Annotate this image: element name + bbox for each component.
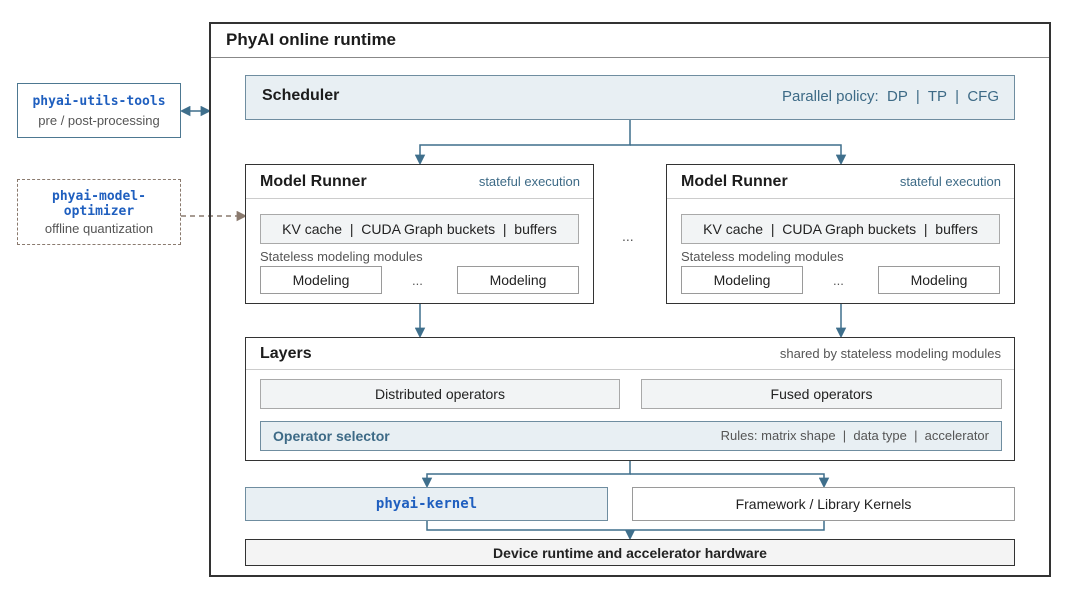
model-runner-right-module-ellipsis: ... — [833, 273, 844, 288]
layers-title: Layers — [260, 345, 312, 362]
model-runner-right: Model Runner stateful execution KV cache… — [666, 164, 1015, 304]
utils-tools-sub: pre / post-processing — [38, 112, 160, 128]
model-optimizer-name-line1: phyai-model- — [52, 188, 146, 204]
layers-to-framework-connector — [630, 473, 830, 489]
layers-box: Layers shared by stateless modeling modu… — [245, 337, 1015, 461]
model-runner-left-cache: KV cache | CUDA Graph buckets | buffers — [260, 214, 579, 244]
model-runner-right-cache: KV cache | CUDA Graph buckets | buffers — [681, 214, 1000, 244]
model-runner-right-divider — [667, 198, 1014, 199]
layers-divider — [246, 369, 1014, 370]
operator-selector-box: Operator selector Rules: matrix shape | … — [260, 421, 1002, 451]
utils-tools-box: phyai-utils-tools pre / post-processing — [17, 83, 181, 138]
model-runner-left: Model Runner stateful execution KV cache… — [245, 164, 594, 304]
scheduler-policy: Parallel policy: DP | TP | CFG — [781, 88, 999, 105]
runtime-frame — [209, 22, 1051, 577]
runtime-title: PhyAI online runtime — [226, 30, 397, 49]
distributed-operators: Distributed operators — [260, 379, 620, 409]
model-runner-right-note: stateful execution — [899, 174, 1001, 189]
phyai-kernel-box: phyai-kernel — [245, 487, 608, 521]
model-optimizer-name-line2: optimizer — [63, 203, 135, 219]
model-runner-right-title: Model Runner — [681, 173, 788, 190]
scheduler-box — [245, 75, 1015, 120]
model-runner-right-module-1: Modeling — [681, 266, 803, 294]
utils-tools-name: phyai-utils-tools — [32, 93, 166, 109]
layers-to-kernels-connector — [421, 450, 631, 489]
operator-selector-rules: Rules: matrix shape | data type | accele… — [720, 428, 989, 443]
model-runner-left-divider — [246, 198, 593, 199]
model-runner-left-stateless-label: Stateless modeling modules — [260, 249, 423, 264]
model-optimizer-box: phyai-model- optimizer offline quantizat… — [17, 179, 181, 245]
fused-operators: Fused operators — [641, 379, 1002, 409]
scheduler-to-runner-right-connector — [630, 144, 847, 166]
runner-between-ellipsis: ... — [622, 228, 634, 244]
operator-selector-title: Operator selector — [273, 428, 390, 444]
model-runner-left-note: stateful execution — [478, 174, 580, 189]
model-runner-left-title: Model Runner — [260, 173, 367, 190]
model-runner-right-stateless-label: Stateless modeling modules — [681, 249, 844, 264]
model-runner-left-module-2: Modeling — [457, 266, 579, 294]
layers-note: shared by stateless modeling modules — [779, 346, 1001, 361]
scheduler-to-runners-connector — [414, 120, 631, 166]
runtime-title-divider — [211, 57, 1049, 58]
scheduler-title: Scheduler — [262, 87, 340, 104]
model-runner-left-module-ellipsis: ... — [412, 273, 423, 288]
model-optimizer-sub: offline quantization — [44, 220, 154, 236]
model-runner-right-module-2: Modeling — [878, 266, 1000, 294]
framework-kernels-box: Framework / Library Kernels — [632, 487, 1015, 521]
device-runtime-box: Device runtime and accelerator hardware — [245, 539, 1015, 566]
model-runner-left-module-1: Modeling — [260, 266, 382, 294]
